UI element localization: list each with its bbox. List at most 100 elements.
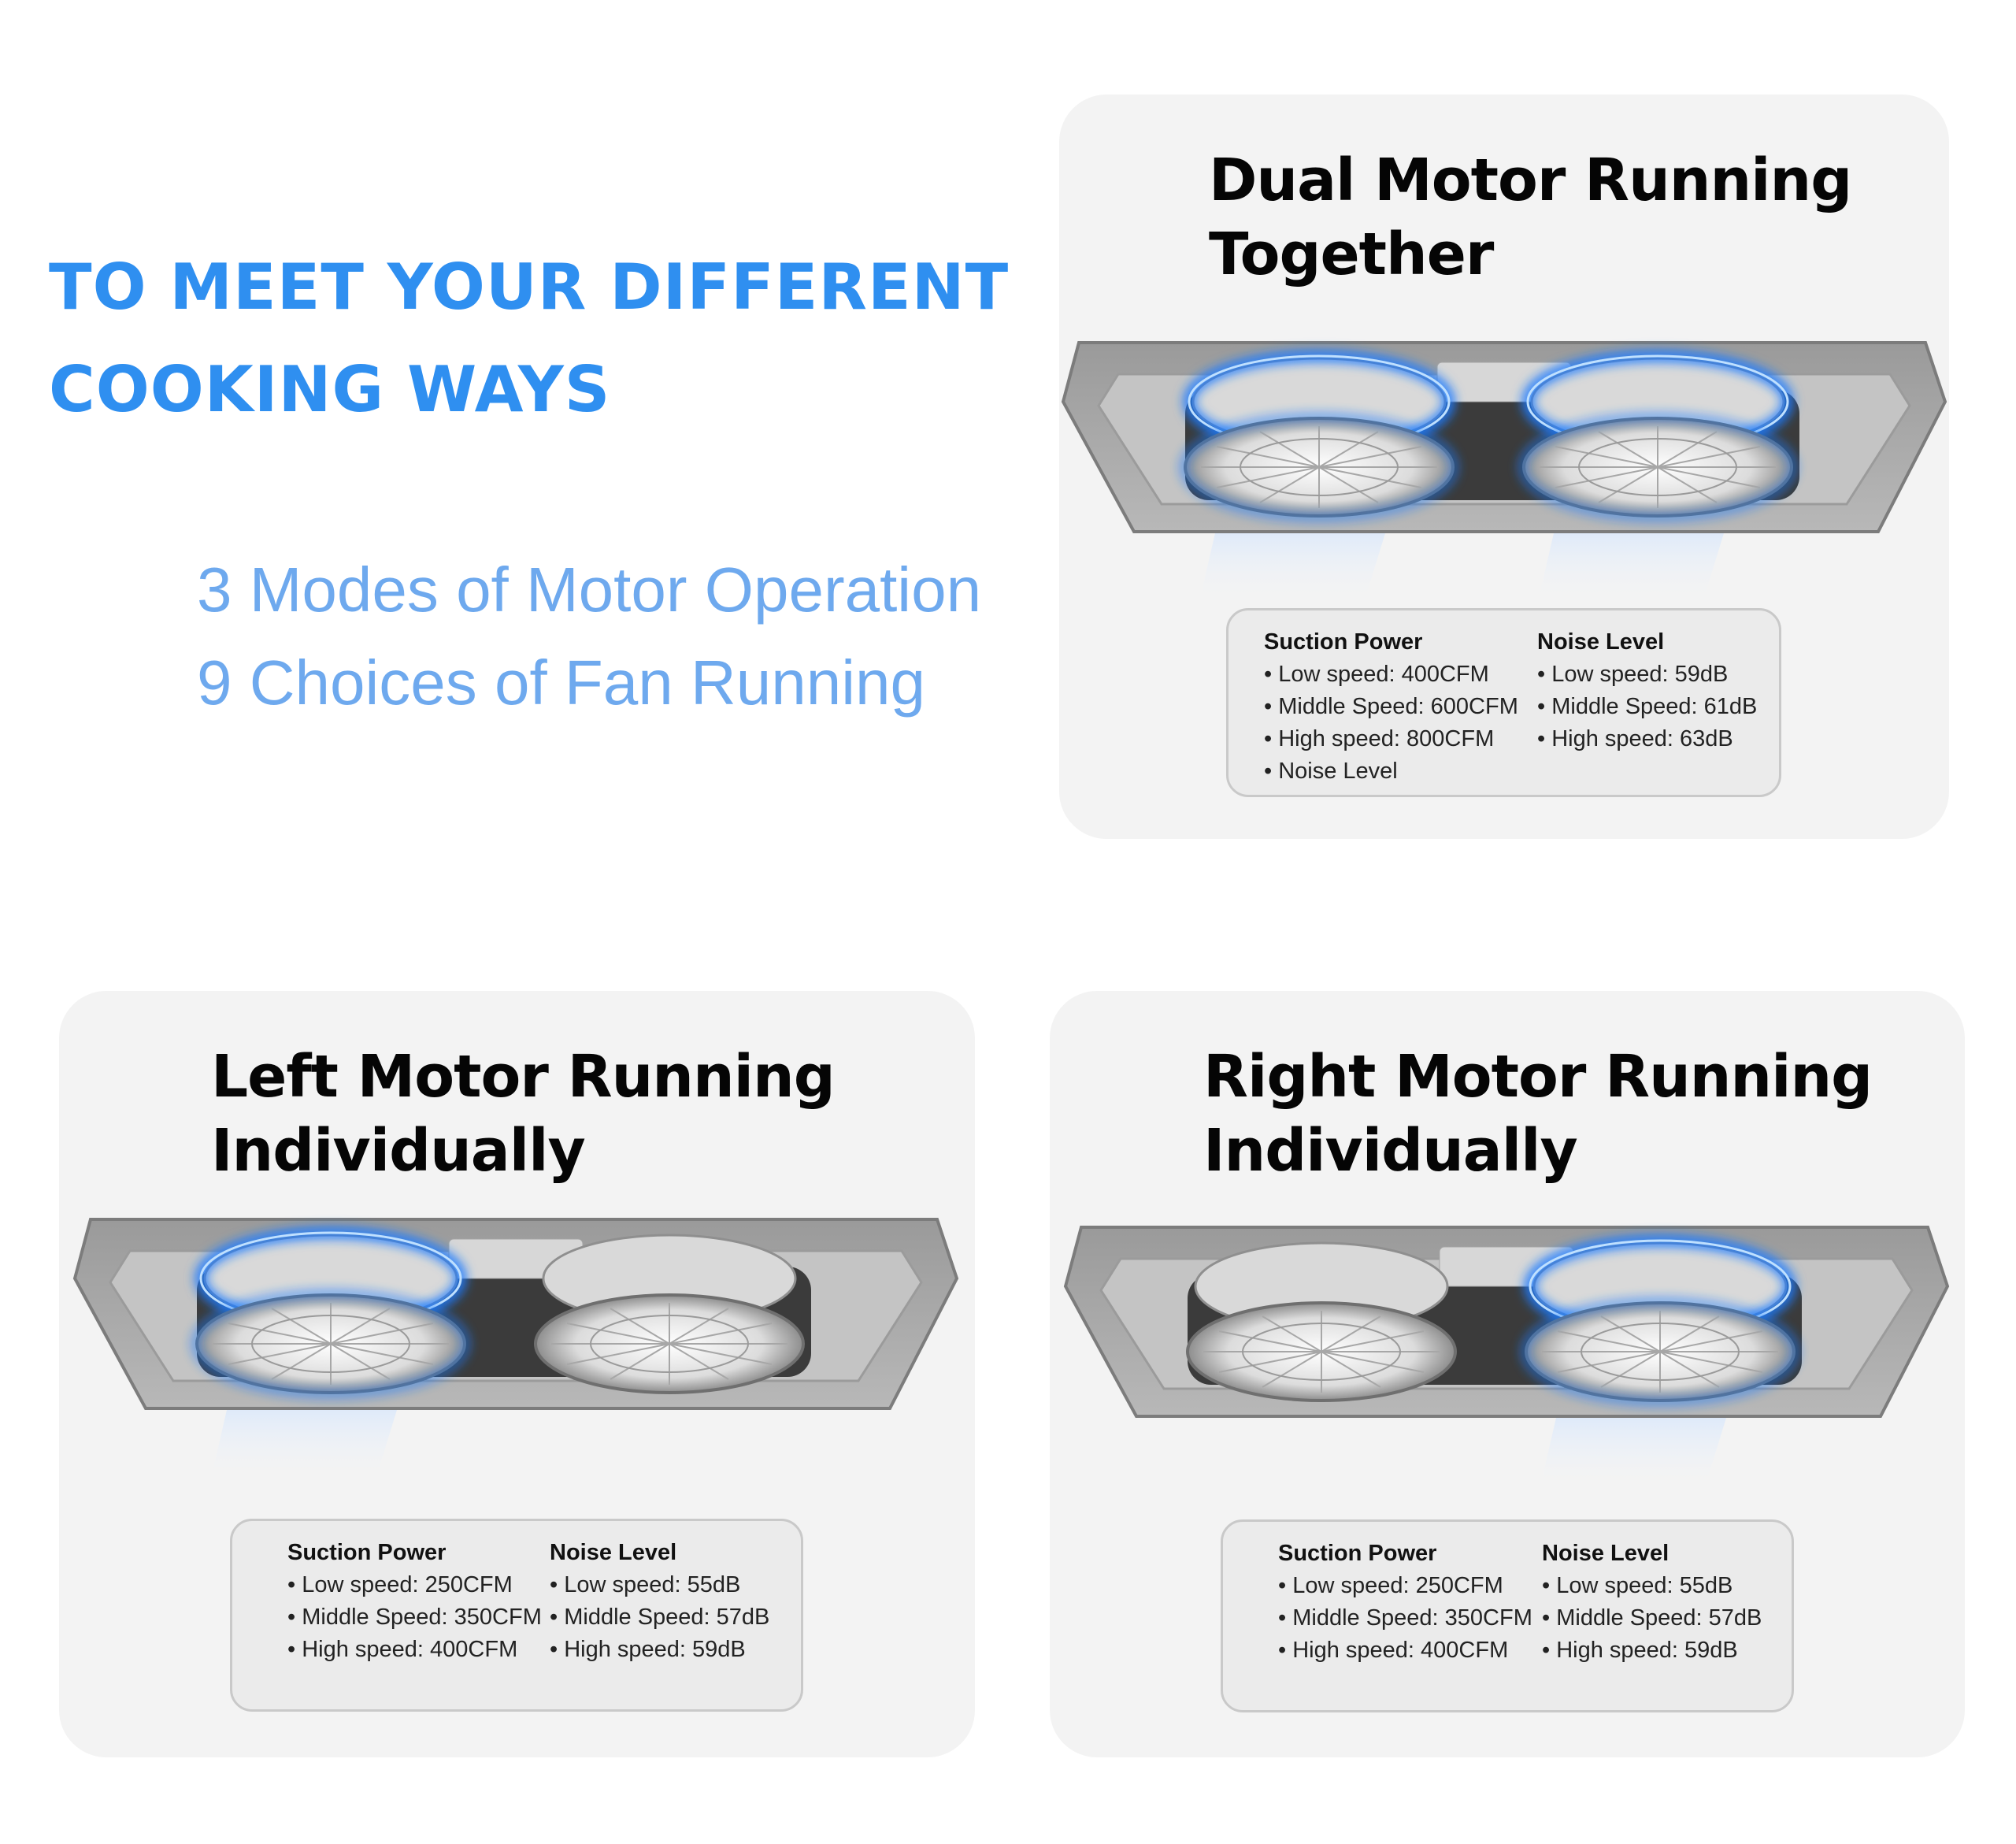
fan-blade (228, 1343, 332, 1365)
noise-level-title: Noise Level (1542, 1541, 1670, 1566)
suction-power-title: Suction Power (287, 1540, 447, 1565)
suction-item: High speed: 400CFM (287, 1634, 542, 1666)
subheadline: 3 Modes of Motor Operation 9 Choices of … (197, 544, 1032, 729)
fan-blade (1598, 466, 1658, 503)
panel-right-motor: Right Motor Running Individually Suction… (1050, 991, 1965, 1757)
fan-blade (566, 1343, 670, 1365)
fan-inner-ring (1578, 438, 1737, 496)
suction-item: Middle Speed: 600CFM (1264, 691, 1518, 723)
fan-blade (1598, 431, 1658, 468)
suction-power-column: Suction Power Low speed: 400CFM Middle S… (1264, 626, 1518, 788)
fan-inner-ring (1240, 438, 1399, 496)
noise-item: Middle Speed: 57dB (550, 1601, 769, 1634)
range-hood-illustration (1061, 341, 1947, 595)
noise-item: Low speed: 55dB (1542, 1570, 1762, 1602)
suction-item: High speed: 400CFM (1278, 1634, 1532, 1667)
fan-blade (566, 1323, 670, 1345)
fan-blade (1557, 1330, 1661, 1352)
suction-item: Low speed: 250CFM (287, 1569, 542, 1601)
fan-blade (1600, 1351, 1661, 1388)
fan-blade (1659, 1351, 1720, 1388)
fan-blade (228, 1323, 332, 1345)
noise-item: High speed: 59dB (550, 1634, 769, 1666)
panel-title: Left Motor Running Individually (211, 1043, 836, 1185)
fan-left (192, 1227, 469, 1397)
fan-blade (1218, 1330, 1322, 1352)
subheadline-line-2: 9 Choices of Fan Running (197, 647, 925, 718)
fan-blade (1216, 466, 1320, 488)
fan-glow-ring (1519, 414, 1796, 521)
fan-blade (1657, 431, 1718, 468)
fan-blade (330, 1343, 434, 1365)
fan-blade (1600, 1315, 1661, 1352)
suction-item: Low speed: 250CFM (1278, 1570, 1532, 1602)
noise-item: High speed: 63dB (1537, 723, 1757, 755)
fan-blade (1321, 1351, 1381, 1388)
fan-blade (1216, 446, 1320, 468)
fan-glow-ring (1521, 1298, 1799, 1405)
suction-item: Middle Speed: 350CFM (287, 1601, 542, 1634)
fan-right (1519, 351, 1796, 521)
fan-blade (1262, 1315, 1322, 1352)
noise-level-column: Noise Level Low speed: 55dB Middle Speed… (1542, 1538, 1762, 1667)
fan-blade (1657, 446, 1761, 468)
fan-glow-ring (1180, 414, 1458, 521)
noise-item: High speed: 59dB (1542, 1634, 1762, 1667)
fan-blade (1555, 466, 1658, 488)
fan-blade (1555, 446, 1658, 468)
headline: TO MEET YOUR DIFFERENT COOKING WAYS (49, 236, 1033, 441)
subheadline-line-1: 3 Modes of Motor Operation (197, 555, 982, 625)
fan-blade (271, 1308, 332, 1345)
suction-power-column: Suction Power Low speed: 250CFM Middle S… (1278, 1538, 1532, 1667)
panel-title: Dual Motor Running Together (1209, 147, 1852, 288)
noise-item: Middle Speed: 61dB (1537, 691, 1757, 723)
fan-blade (1321, 1351, 1425, 1373)
fan-right (534, 1234, 805, 1394)
fan-blade (1657, 466, 1761, 488)
fan-blade (669, 1323, 773, 1345)
fan-blade (1321, 1315, 1381, 1352)
fan-glow-ring (192, 1290, 469, 1397)
noise-item: Middle Speed: 57dB (1542, 1602, 1762, 1634)
fan-blade (330, 1343, 391, 1380)
suction-power-title: Suction Power (1264, 629, 1423, 655)
suction-item: Low speed: 400CFM (1264, 659, 1518, 691)
fan-blade (1259, 431, 1320, 468)
suction-power-title: Suction Power (1278, 1541, 1437, 1566)
spec-box: Suction Power Low speed: 250CFM Middle S… (1221, 1519, 1794, 1712)
panel-dual-motor: Dual Motor Running Together Suction Powe… (1059, 95, 1949, 839)
fan-blade (1659, 1330, 1763, 1352)
fan-right (1521, 1235, 1799, 1405)
suction-item: High speed: 800CFM (1264, 723, 1518, 755)
range-hood-illustration (1063, 1226, 1950, 1479)
fan-blade (1262, 1351, 1322, 1388)
noise-level-column: Noise Level Low speed: 59dB Middle Speed… (1537, 626, 1757, 755)
fan-blade (669, 1343, 773, 1365)
headline-line-1: TO MEET YOUR DIFFERENT (49, 250, 1010, 324)
suction-item: Noise Level (1264, 755, 1518, 788)
headline-line-2: COOKING WAYS (49, 353, 611, 426)
fan-blade (271, 1343, 332, 1380)
noise-item: Low speed: 55dB (550, 1569, 769, 1601)
panel-left-motor: Left Motor Running Individually Suction … (59, 991, 975, 1757)
fan-blade (1259, 466, 1320, 503)
fan-blade (1318, 466, 1379, 503)
fan-blade (1318, 466, 1422, 488)
fan-blade (1321, 1330, 1425, 1352)
suction-item: Middle Speed: 350CFM (1278, 1602, 1532, 1634)
fan-blade (1318, 446, 1422, 468)
fan-left (1180, 351, 1458, 521)
fan-blade (610, 1343, 670, 1380)
fan-blade (330, 1323, 434, 1345)
noise-level-column: Noise Level Low speed: 55dB Middle Speed… (550, 1537, 769, 1666)
fan-left (1186, 1241, 1457, 1402)
range-hood-illustration (72, 1218, 959, 1471)
fan-inner-ring (590, 1315, 749, 1373)
noise-item: Low speed: 59dB (1537, 659, 1757, 691)
fan-blade (1318, 431, 1379, 468)
fan-blade (610, 1308, 670, 1345)
spec-box: Suction Power Low speed: 400CFM Middle S… (1226, 608, 1781, 797)
fan-blade (1557, 1351, 1661, 1373)
fan-blade (330, 1308, 391, 1345)
noise-level-title: Noise Level (550, 1540, 677, 1565)
